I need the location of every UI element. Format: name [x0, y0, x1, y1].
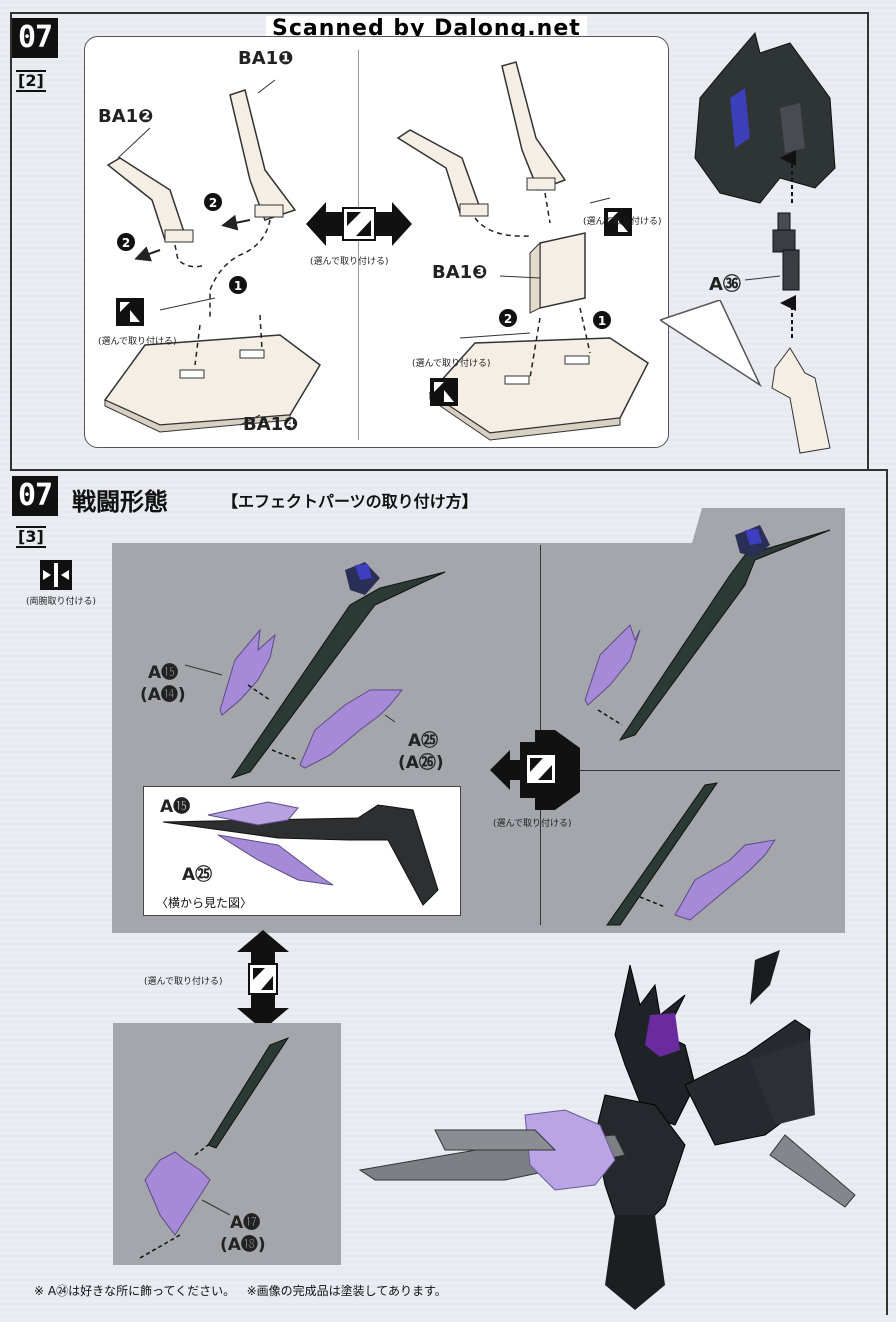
svg-text:2: 2: [122, 236, 130, 250]
label-ba1-2: BA1❷: [98, 106, 154, 127]
choose-note-right-bottom: (選んで取り付ける): [412, 359, 491, 369]
label-a25-side: A㉕: [182, 865, 213, 885]
side-view-caption: 〈横から見た図〉: [156, 896, 253, 910]
label-a17: A⓱: [230, 1213, 261, 1233]
blade: [230, 571, 446, 779]
both-arms-note: (両腕取り付ける): [26, 597, 97, 607]
choose-note-center: (選んで取り付ける): [310, 257, 389, 267]
blade-effect-variant-a25-illustration: [606, 782, 777, 926]
label-ba1-3: BA1❸: [432, 262, 488, 283]
choose-icon: [430, 378, 458, 406]
stand-arm-tall: [229, 89, 297, 221]
step-number: 07: [12, 18, 59, 58]
stand-base: [103, 334, 321, 426]
choose-icon: [604, 208, 632, 236]
section-title: 戦闘形態: [72, 488, 168, 516]
footer-note: ※ A㉔は好きな所に飾ってください。 ※画像の完成品は塗装してあります。: [34, 1282, 447, 1299]
label-ba1-4: BA1❹: [243, 414, 299, 435]
sub-step-number: [3]: [16, 526, 46, 548]
label-a26: (A㉖): [398, 753, 444, 773]
choose-icon: [116, 298, 144, 326]
panel-divider-horizontal: [540, 770, 840, 771]
svg-text:2: 2: [504, 312, 512, 326]
label-a25: A㉕: [408, 731, 439, 751]
sub-step-number: [2]: [16, 70, 46, 92]
choose-note-right-top: (選んで取り付ける): [583, 217, 662, 227]
footer-note-part: A㉔: [47, 1284, 69, 1298]
stand-assembly-right-illustration: 2 1: [396, 61, 649, 441]
both-arms-icon: [40, 560, 72, 590]
choose-vertical-arrow-icon: [237, 930, 289, 1030]
section-subtitle: 【エフェクトパーツの取り付け方】: [222, 492, 478, 511]
choose-note-left: (選んで取り付ける): [98, 337, 177, 347]
stand-assembly-left-illustration: 2 2 1: [103, 79, 321, 433]
effect-a15: [219, 628, 276, 716]
bottom-section-frame: [10, 469, 888, 1315]
svg-text:2: 2: [209, 196, 217, 210]
label-a36: A㊱: [709, 274, 741, 295]
label-ba1-1: BA1❶: [238, 48, 294, 69]
choose-note-triple: (選んで取り付ける): [493, 819, 572, 829]
label-a14: (A⓮): [140, 685, 186, 705]
blade-effect-variant-a15-illustration: [584, 525, 831, 741]
label-a15: A⓯: [148, 663, 179, 683]
completed-model-photo: [358, 950, 856, 1310]
panel-divider: [358, 50, 359, 440]
effect-a25: [299, 689, 404, 769]
footer-note-prefix: ※: [34, 1284, 45, 1298]
step-number: 07: [12, 476, 59, 516]
choose-double-arrow-icon: [306, 202, 412, 246]
label-a15-side: A⓯: [160, 797, 191, 817]
effect-a17-panel: [113, 1023, 341, 1265]
blade-effect-main-illustration: [184, 562, 446, 779]
callout-pointer: [660, 300, 762, 388]
footer-note-text: は好きな所に飾ってください。: [68, 1284, 236, 1298]
svg-text:1: 1: [234, 279, 242, 293]
stand-arm-short: [106, 157, 186, 241]
blade-effect-a17-illustration: [139, 1036, 290, 1259]
choose-note-vertical: (選んで取り付ける): [144, 977, 223, 987]
footer-note-paint: ※画像の完成品は塗装してあります。: [246, 1284, 447, 1298]
choose-triple-arrow-icon: [490, 730, 580, 810]
connector-detail-illustration: [694, 31, 836, 454]
label-a18: (A⓲): [220, 1235, 266, 1255]
side-view-illustration: [162, 801, 439, 906]
svg-text:1: 1: [598, 314, 606, 328]
